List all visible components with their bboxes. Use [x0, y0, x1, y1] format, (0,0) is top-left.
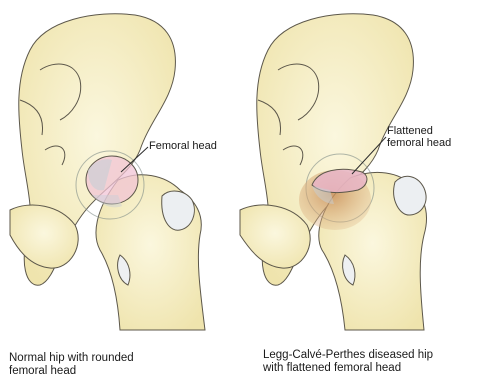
normal-caption-line-2: femoral head [9, 365, 134, 378]
diseased-caption-line-2: with flattened femoral head [263, 362, 433, 375]
femoral-head-label: Femoral head [149, 140, 217, 152]
diseased-greater-trochanter [394, 176, 426, 215]
diseased-caption-line-1: Legg-Calvé-Perthes diseased hip [263, 349, 433, 362]
normal-hip-illustration [10, 14, 205, 330]
flattened-label-line-1: Flattened [387, 125, 451, 137]
normal-hip-caption: Normal hip with rounded femoral head [9, 352, 134, 378]
diseased-hip-caption: Legg-Calvé-Perthes diseased hip with fla… [263, 349, 433, 375]
diseased-hip-illustration [240, 14, 427, 330]
normal-caption-line-1: Normal hip with rounded [9, 352, 134, 365]
flattened-label-line-2: femoral head [387, 137, 451, 149]
flattened-femoral-head-label: Flattened femoral head [387, 125, 451, 149]
